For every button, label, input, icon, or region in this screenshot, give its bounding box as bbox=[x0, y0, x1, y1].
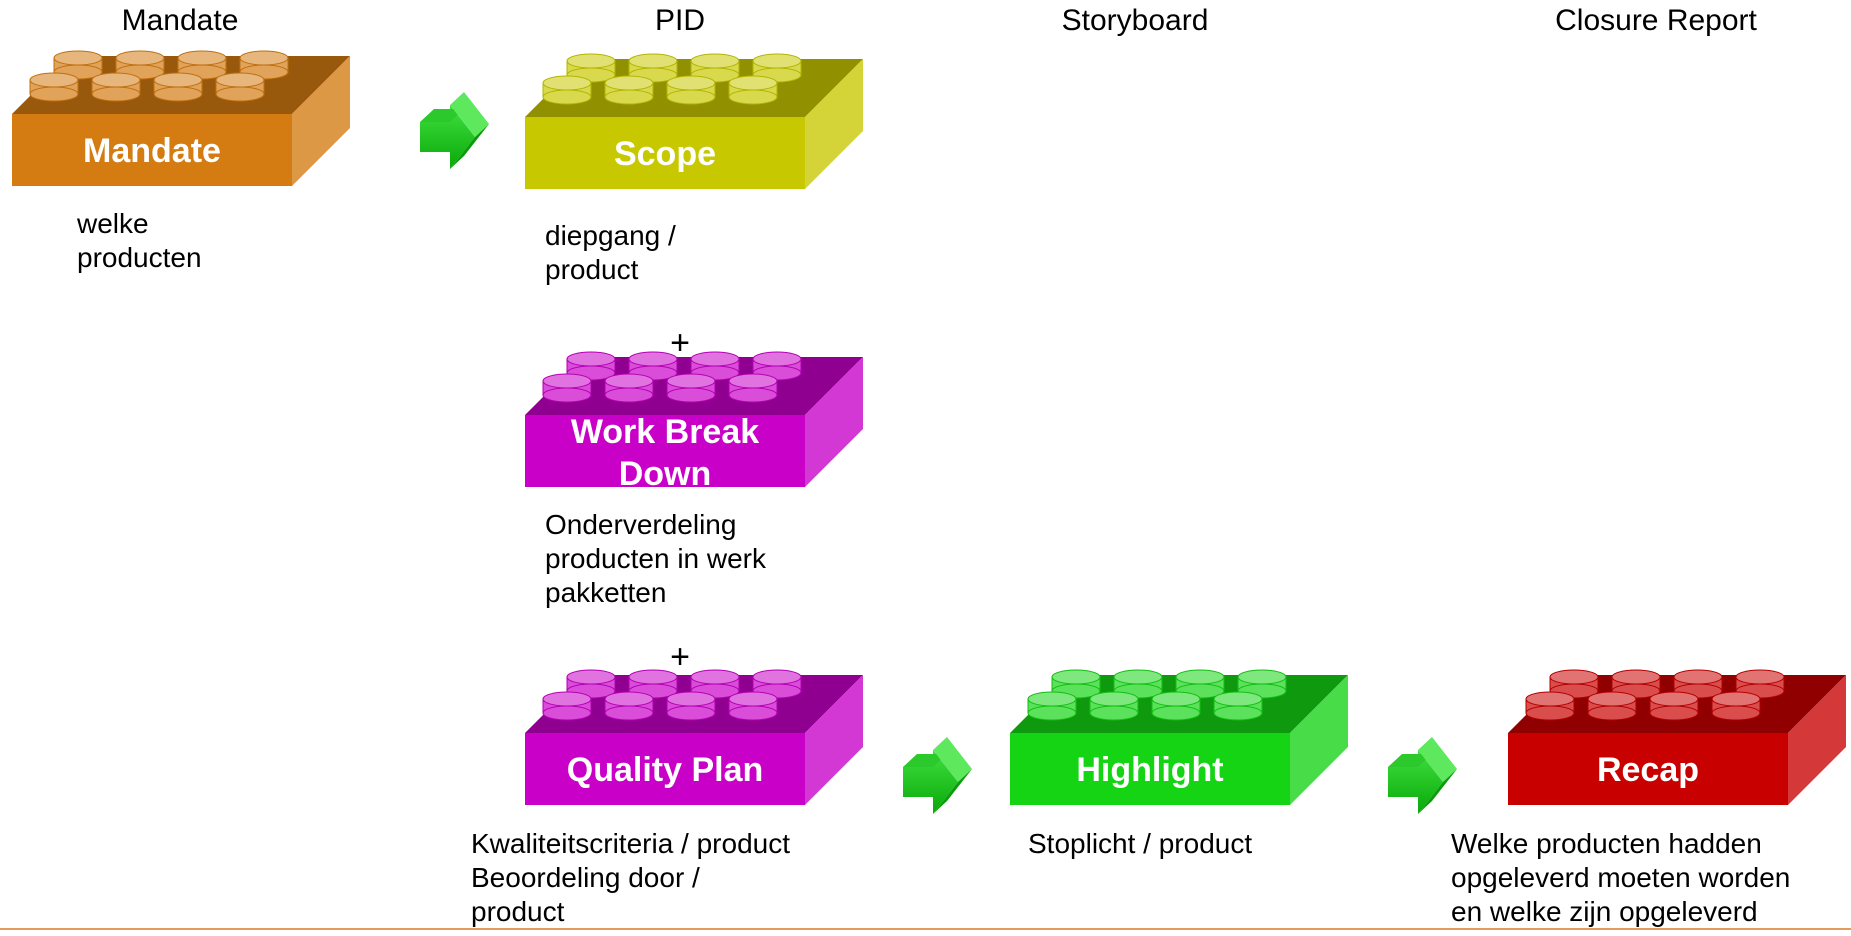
brick-stud bbox=[604, 691, 654, 721]
brick-front-face bbox=[525, 117, 805, 189]
brick-stud bbox=[566, 669, 616, 699]
brick-stud bbox=[542, 691, 592, 721]
brick-label: Highlight bbox=[1076, 751, 1223, 789]
brick-stud bbox=[542, 75, 592, 105]
brick-stud bbox=[604, 75, 654, 105]
brick-mandate: Mandate bbox=[12, 50, 350, 186]
brick-stud bbox=[542, 373, 592, 403]
note-quality-plan: Kwaliteitscriteria / product Beoordeling… bbox=[471, 828, 791, 927]
brick-stud bbox=[666, 373, 716, 403]
brick-stud bbox=[1027, 691, 1077, 721]
note-work-break-down: Onderverdeling producten in werk pakkett… bbox=[545, 509, 767, 608]
brick-label: Down bbox=[619, 455, 712, 493]
brick-front-face bbox=[525, 415, 805, 487]
brick-side-face bbox=[1290, 675, 1348, 805]
brick-stud bbox=[690, 669, 740, 699]
brick-stud bbox=[1711, 691, 1761, 721]
header-mandate: Mandate bbox=[121, 4, 239, 37]
brick-label: Scope bbox=[614, 135, 716, 173]
brick-stud bbox=[628, 669, 678, 699]
brick-label: Quality Plan bbox=[567, 751, 764, 789]
brick-stud bbox=[628, 53, 678, 83]
brick-stud bbox=[1587, 691, 1637, 721]
brick-stud bbox=[1649, 691, 1699, 721]
brick-stud bbox=[728, 373, 778, 403]
arrow-icon bbox=[903, 737, 972, 814]
brick-stud bbox=[177, 50, 227, 80]
brick-side-face bbox=[805, 675, 863, 805]
plus-sign: + bbox=[670, 324, 690, 362]
brick-stud bbox=[115, 50, 165, 80]
brick-highlight: Highlight bbox=[1010, 669, 1348, 805]
brick-stud bbox=[1611, 669, 1661, 699]
brick-stud bbox=[666, 75, 716, 105]
brick-stud bbox=[215, 72, 265, 102]
brick-side-face bbox=[292, 56, 350, 186]
brick-stud bbox=[728, 75, 778, 105]
brick-recap: Recap bbox=[1508, 669, 1846, 805]
brick-stud bbox=[1089, 691, 1139, 721]
brick-front-face bbox=[525, 733, 805, 805]
brick-stud bbox=[566, 53, 616, 83]
brick-label: Mandate bbox=[83, 132, 221, 170]
note-highlight: Stoplicht / product bbox=[1028, 828, 1253, 859]
brick-front-face bbox=[1010, 733, 1290, 805]
brick-stud bbox=[752, 669, 802, 699]
brick-label: Work Break bbox=[571, 413, 759, 451]
brick-stud bbox=[1237, 669, 1287, 699]
note-mandate: welke producten bbox=[77, 208, 202, 273]
brick-side-face bbox=[1788, 675, 1846, 805]
brick-stud bbox=[1113, 669, 1163, 699]
brick-stud bbox=[728, 691, 778, 721]
brick-stud bbox=[628, 351, 678, 381]
brick-stud bbox=[29, 72, 79, 102]
brick-side-face bbox=[805, 59, 863, 189]
header-closure-report: Closure Report bbox=[1555, 4, 1757, 37]
brick-stud bbox=[666, 691, 716, 721]
brick-stud bbox=[1151, 691, 1201, 721]
brick-front-face bbox=[1508, 733, 1788, 805]
brick-stud bbox=[1525, 691, 1575, 721]
brick-quality-plan: Quality Plan bbox=[525, 669, 863, 805]
brick-stud bbox=[752, 351, 802, 381]
brick-stud bbox=[752, 53, 802, 83]
brick-front-face bbox=[12, 114, 292, 186]
header-pid: PID bbox=[654, 4, 706, 37]
divider-line bbox=[0, 928, 1851, 930]
header-storyboard: Storyboard bbox=[1061, 4, 1209, 37]
brick-stud bbox=[604, 373, 654, 403]
plus-sign: + bbox=[670, 638, 690, 676]
brick-scope: Scope bbox=[525, 53, 863, 189]
brick-label: Recap bbox=[1597, 751, 1699, 789]
note-scope: diepgang / product bbox=[545, 220, 676, 285]
brick-side-face bbox=[805, 357, 863, 487]
arrow-icon bbox=[1388, 737, 1457, 814]
note-recap: Welke producten hadden opgeleverd moeten… bbox=[1451, 828, 1791, 927]
brick-stud bbox=[91, 72, 141, 102]
arrow-icon bbox=[420, 92, 489, 169]
brick-stud bbox=[1213, 691, 1263, 721]
brick-stud bbox=[153, 72, 203, 102]
